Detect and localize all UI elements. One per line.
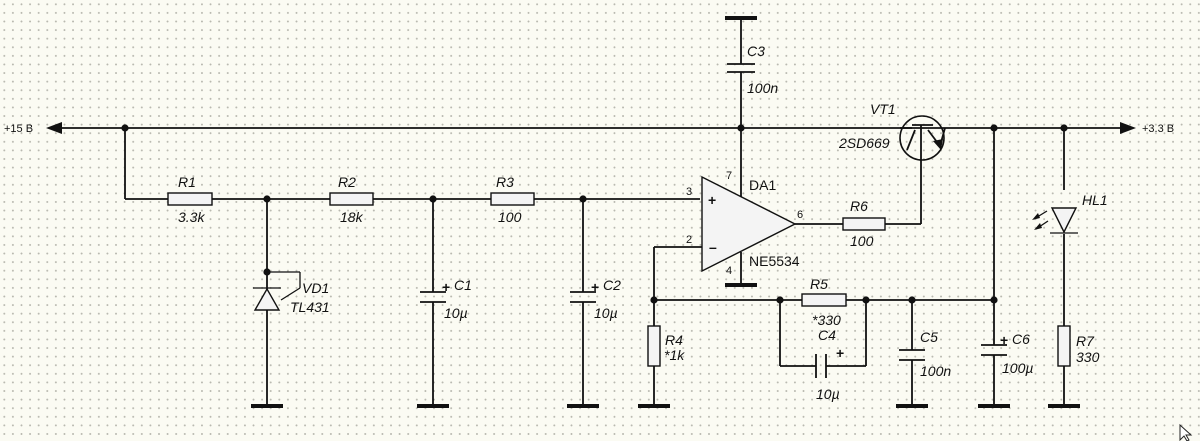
capacitor-c1[interactable] bbox=[420, 291, 446, 303]
junction-dots bbox=[121, 124, 1068, 304]
rail-3v3 bbox=[942, 122, 1136, 134]
c1-value: 10µ bbox=[444, 305, 468, 321]
resistor-r7[interactable] bbox=[1057, 325, 1071, 367]
capacitor-c6[interactable] bbox=[981, 344, 1007, 356]
c4-plus: + bbox=[836, 345, 844, 361]
c5-ref: C5 bbox=[920, 329, 938, 345]
resistor-r3[interactable] bbox=[490, 192, 535, 206]
c5-value: 100n bbox=[920, 363, 951, 379]
r1-value: 3.3k bbox=[178, 209, 205, 225]
da1-pin2: 2 bbox=[686, 234, 692, 246]
capacitor-c4[interactable] bbox=[815, 354, 827, 378]
resistor-r4[interactable] bbox=[647, 325, 661, 367]
vd1-ref: VD1 bbox=[302, 280, 329, 296]
resistor-r1[interactable] bbox=[167, 192, 213, 206]
vd1-value: TL431 bbox=[290, 299, 330, 315]
c3-ref: C3 bbox=[747, 43, 765, 59]
r7-ref: R7 bbox=[1076, 333, 1095, 349]
r2-value: 18k bbox=[340, 209, 364, 225]
vt1-ref: VT1 bbox=[870, 101, 896, 117]
da1-pin7: 7 bbox=[726, 170, 732, 182]
c6-value: 100µ bbox=[1002, 360, 1033, 376]
c2-ref: C2 bbox=[603, 277, 621, 293]
divider-wires bbox=[124, 128, 700, 406]
r6-ref: R6 bbox=[850, 198, 868, 214]
opamp-minus: – bbox=[709, 239, 717, 255]
r4-value: *1k bbox=[664, 347, 685, 363]
opamp-plus: + bbox=[708, 192, 716, 208]
opamp-da1[interactable] bbox=[653, 128, 797, 300]
r2-ref: R2 bbox=[338, 174, 356, 190]
r3-value: 100 bbox=[498, 209, 522, 225]
capacitor-c2[interactable] bbox=[570, 291, 596, 303]
r6-value: 100 bbox=[850, 233, 874, 249]
mouse-cursor-icon bbox=[1179, 423, 1193, 441]
led-hl1[interactable] bbox=[1032, 207, 1078, 234]
resistor-r2[interactable] bbox=[329, 192, 374, 206]
capacitor-c5[interactable] bbox=[899, 349, 925, 361]
rail-3v3-label: +3.3 B bbox=[1142, 123, 1174, 135]
r3-ref: R3 bbox=[496, 174, 514, 190]
zener-vd1[interactable] bbox=[253, 271, 301, 311]
transistor-vt1[interactable] bbox=[899, 115, 946, 161]
rail-15v bbox=[46, 122, 942, 134]
c2-plus: + bbox=[591, 279, 599, 295]
rail-15v-label: +15 B bbox=[4, 123, 33, 135]
c6-plus: + bbox=[1000, 332, 1008, 348]
r4-ref: R4 bbox=[665, 332, 683, 348]
c4-value: 10µ bbox=[816, 386, 840, 402]
c2-value: 10µ bbox=[594, 305, 618, 321]
da1-pin6: 6 bbox=[797, 209, 803, 221]
resistor-r5[interactable] bbox=[801, 293, 847, 307]
r5-ref: R5 bbox=[810, 276, 828, 292]
da1-pin4: 4 bbox=[726, 265, 732, 277]
c3-value: 100n bbox=[747, 80, 778, 96]
c1-ref: C1 bbox=[454, 277, 472, 293]
c1-plus: + bbox=[442, 279, 450, 295]
c6-ref: C6 bbox=[1012, 331, 1030, 347]
c4-ref: C4 bbox=[818, 327, 836, 343]
ground-symbols bbox=[251, 16, 1080, 408]
da1-pin3: 3 bbox=[686, 186, 692, 198]
r7-value: 330 bbox=[1076, 349, 1100, 365]
da1-ref: DA1 bbox=[749, 177, 776, 193]
da1-value: NE5534 bbox=[749, 253, 800, 269]
hl1-ref: HL1 bbox=[1082, 192, 1108, 208]
capacitor-c3[interactable] bbox=[727, 20, 755, 128]
r5-value: *330 bbox=[812, 312, 841, 328]
resistor-r6[interactable] bbox=[795, 158, 922, 231]
r1-ref: R1 bbox=[178, 174, 196, 190]
vt1-value: 2SD669 bbox=[838, 135, 890, 151]
